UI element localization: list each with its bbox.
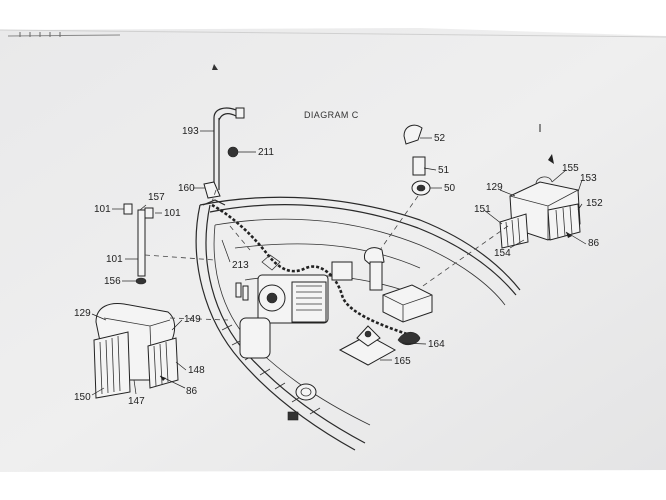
label-154: 154 <box>494 248 511 259</box>
label-101-c: 101 <box>106 254 123 265</box>
arrow-86-right <box>565 231 587 245</box>
dash-193-to-hull <box>211 189 217 203</box>
deck-vent-elbow <box>363 247 385 291</box>
pipe-193 <box>213 107 245 190</box>
label-155: 155 <box>562 163 579 174</box>
label-152: 152 <box>586 198 603 209</box>
label-148: 148 <box>188 365 205 376</box>
diagram-title: DIAGRAM C <box>304 110 359 120</box>
label-213: 213 <box>232 260 249 271</box>
label-101-b: 101 <box>164 208 181 219</box>
fitting-211 <box>227 146 239 158</box>
seat-cushion-right <box>499 176 581 249</box>
label-165: 165 <box>394 356 411 367</box>
dash-post-to-hull <box>144 254 216 261</box>
label-129-left: 129 <box>74 308 91 319</box>
leader-lines <box>91 130 583 396</box>
label-50: 50 <box>444 183 456 194</box>
top-left-scale-marks <box>7 32 121 37</box>
label-151: 151 <box>474 204 491 215</box>
label-157: 157 <box>148 192 165 203</box>
fitting-160 <box>203 181 221 199</box>
post-101 <box>123 203 154 285</box>
cleat-164 <box>397 331 421 346</box>
mount-base-165 <box>338 325 397 366</box>
label-156: 156 <box>104 276 121 287</box>
label-193: 193 <box>182 126 199 137</box>
label-52: 52 <box>434 133 446 144</box>
windlass-winch <box>239 254 353 359</box>
label-149: 149 <box>184 314 201 325</box>
arrow-86-left <box>159 375 186 389</box>
label-86-right: 86 <box>588 238 600 249</box>
seat-cushion-left <box>93 303 179 399</box>
part-labels: 193 211 160 157 101 101 101 156 213 52 5… <box>74 126 603 407</box>
dash-cushion-left <box>169 317 229 321</box>
label-164: 164 <box>428 339 445 350</box>
paper-edge <box>0 29 666 38</box>
label-160: 160 <box>178 183 195 194</box>
arrow-marker-top-right <box>539 124 554 164</box>
label-86-left: 86 <box>186 386 198 397</box>
label-101-a: 101 <box>94 204 111 215</box>
label-147: 147 <box>128 396 145 407</box>
label-129-right: 129 <box>486 182 503 193</box>
label-153: 153 <box>580 173 597 184</box>
dash-vent-to-deck <box>379 195 419 251</box>
vent-52-51-50 <box>403 124 431 196</box>
deck-round-hatch <box>287 383 317 421</box>
deck-posts <box>235 282 249 301</box>
label-211: 211 <box>258 147 274 158</box>
label-150: 150 <box>74 392 91 403</box>
label-51: 51 <box>438 165 450 176</box>
deck-storage-box <box>382 284 433 323</box>
arrow-marker-top-left <box>212 64 218 70</box>
